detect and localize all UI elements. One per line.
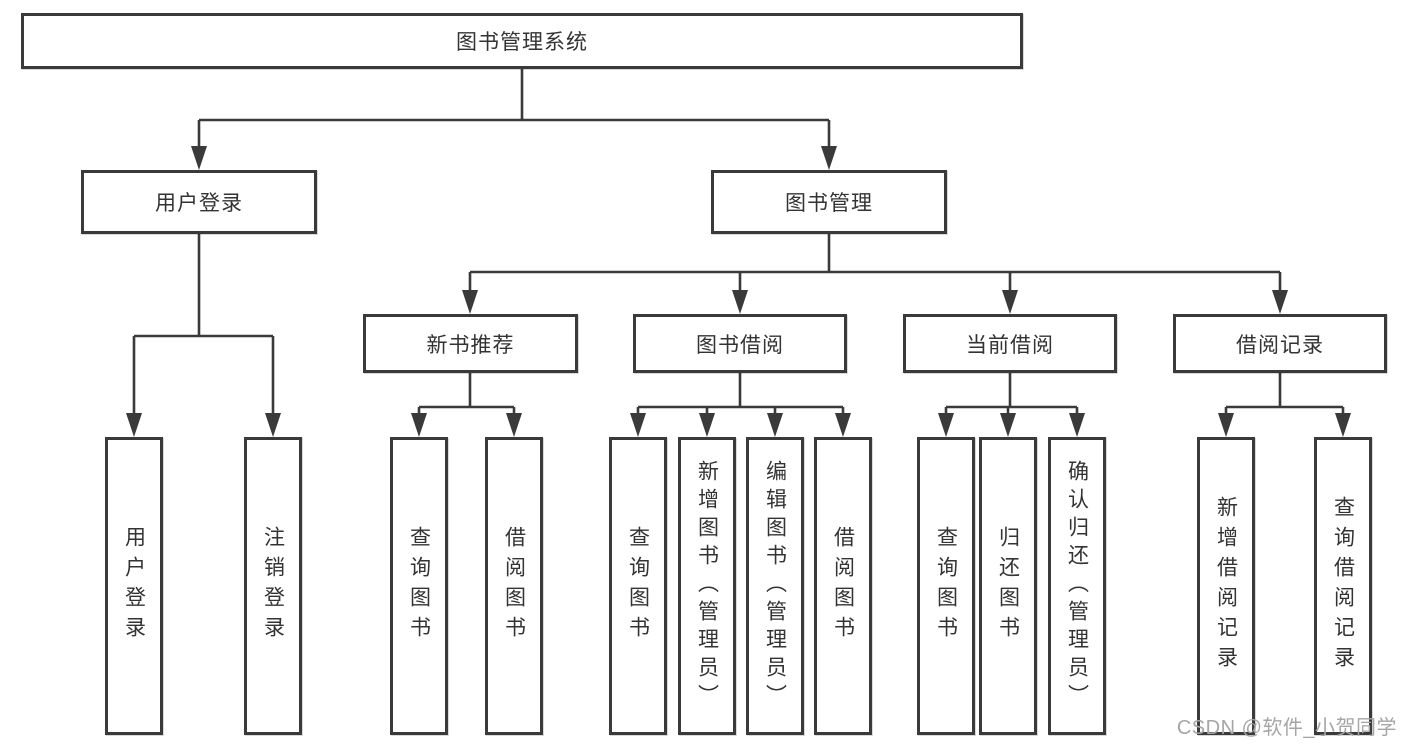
leaf-confirm-return-admin: 确认归还（管理员） — [1048, 437, 1106, 735]
leaf-query-borrow-record: 查询借阅记录 — [1314, 437, 1372, 735]
leaf-borrow-book-borrowing-label: 借阅图书 — [831, 526, 855, 646]
leaf-query-book-recommend-label: 查询图书 — [407, 526, 431, 646]
leaf-return-book-label: 归还图书 — [996, 526, 1020, 646]
leaf-logout: 注销登录 — [244, 437, 302, 735]
leaf-borrow-book-borrowing: 借阅图书 — [814, 437, 872, 735]
node-new-book-recommend: 新书推荐 — [363, 314, 578, 373]
leaf-edit-book-admin: 编辑图书（管理员） — [746, 437, 804, 735]
node-current-borrowing-label: 当前借阅 — [966, 333, 1054, 357]
node-user-login: 用户登录 — [81, 170, 317, 234]
csdn-watermark: CSDN @软件_小贺同学 — [1176, 717, 1397, 739]
node-book-borrowing-label: 图书借阅 — [696, 333, 784, 357]
node-root: 图书管理系统 — [21, 13, 1023, 69]
leaf-add-borrow-record: 新增借阅记录 — [1197, 437, 1255, 735]
leaf-query-book-borrowing: 查询图书 — [609, 437, 667, 735]
node-borrowing-records-label: 借阅记录 — [1236, 333, 1324, 357]
leaf-logout-label: 注销登录 — [261, 526, 285, 646]
leaf-query-borrow-record-label: 查询借阅记录 — [1331, 496, 1355, 676]
leaf-query-book-borrowing-label: 查询图书 — [626, 526, 650, 646]
leaf-edit-book-admin-label: 编辑图书（管理员） — [763, 460, 787, 712]
node-book-borrowing: 图书借阅 — [633, 314, 847, 373]
connector-newbook-to-leaves — [411, 373, 522, 437]
leaf-user-login: 用户登录 — [105, 437, 163, 735]
leaf-add-book-admin: 新增图书（管理员） — [678, 437, 736, 735]
connector-userlogin-to-leaves — [126, 234, 281, 437]
node-user-login-label: 用户登录 — [155, 192, 243, 215]
leaf-query-book-current: 查询图书 — [917, 437, 975, 735]
connector-bookmgmt-to-level3 — [462, 234, 1288, 314]
leaf-return-book: 归还图书 — [979, 437, 1037, 735]
connector-root-to-level2 — [191, 69, 837, 170]
node-book-management-label: 图书管理 — [785, 192, 873, 215]
node-new-book-recommend-label: 新书推荐 — [426, 333, 515, 357]
leaf-borrow-book-recommend: 借阅图书 — [485, 437, 543, 735]
leaf-add-borrow-record-label: 新增借阅记录 — [1214, 496, 1238, 676]
connector-currentborrow-to-leaves — [938, 373, 1085, 437]
node-root-label: 图书管理系统 — [456, 31, 588, 54]
connector-borrowrecord-to-leaves — [1218, 373, 1351, 437]
node-borrowing-records: 借阅记录 — [1173, 314, 1387, 373]
leaf-confirm-return-admin-label: 确认归还（管理员） — [1065, 460, 1089, 712]
leaf-query-book-recommend: 查询图书 — [390, 437, 448, 735]
leaf-user-login-label: 用户登录 — [122, 526, 146, 646]
node-book-management: 图书管理 — [711, 170, 947, 234]
leaf-borrow-book-recommend-label: 借阅图书 — [502, 526, 526, 646]
leaf-add-book-admin-label: 新增图书（管理员） — [695, 460, 719, 712]
connector-bookborrow-to-leaves — [630, 373, 851, 437]
node-current-borrowing: 当前借阅 — [903, 314, 1117, 373]
leaf-query-book-current-label: 查询图书 — [934, 526, 958, 646]
